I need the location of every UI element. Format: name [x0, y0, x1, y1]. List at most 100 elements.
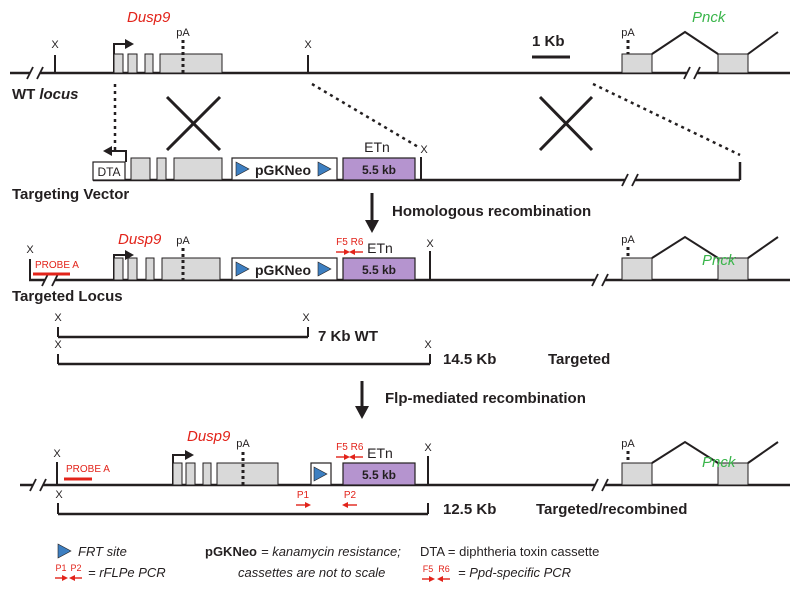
pnck-intron [651, 440, 719, 464]
pnck-label: Pnck [702, 252, 737, 269]
legend-primer-p2: P2 [70, 563, 81, 573]
pnck-label: Pnck [692, 9, 727, 26]
restriction-site-label: X [420, 144, 428, 156]
probe-a-label: PROBE A [66, 464, 110, 475]
scale-bar-label: 1 Kb [532, 33, 565, 50]
pnck-exon [717, 462, 749, 486]
pnck-intron [651, 30, 719, 55]
restriction-site-label: X [54, 312, 62, 324]
legend-scale-note: cassettes are not to scale [238, 565, 385, 580]
pnck-intron [747, 31, 779, 55]
pnck-exon [717, 53, 749, 74]
vector-exon [130, 157, 151, 181]
etn-insert [342, 157, 416, 181]
break-mark [41, 273, 59, 287]
restriction-site-label: X [53, 448, 61, 460]
flp-recombination-step: Flp-mediated recombination [355, 381, 586, 419]
pnck-exon [621, 462, 653, 486]
targeted-fragment-size: 14.5 Kb [443, 351, 496, 368]
polya-label: pA [176, 235, 190, 247]
etn-label: ETn [364, 139, 390, 155]
pnck-intron [651, 235, 719, 259]
primer-r6-label: R6 [351, 237, 364, 248]
break-mark [621, 173, 639, 187]
break-mark [591, 478, 609, 492]
pnck-exon [717, 257, 749, 281]
locus-label: locus [39, 86, 78, 103]
polya-label: pA [621, 438, 635, 450]
legend-primer-p1: P1 [55, 563, 66, 573]
recombined-fragment-label: Targeted/recombined [536, 501, 687, 518]
crossover-mark [538, 95, 594, 152]
flp-recombination-label: Flp-mediated recombination [385, 390, 586, 407]
dusp9-exon [127, 53, 138, 74]
targeting-vector-row: DTA pGKNeo 5.5 kb ETn X Targeting Vector [12, 139, 742, 203]
dusp9-exon [113, 257, 124, 281]
targeted-locus-title: Targeted Locus [12, 288, 123, 305]
dusp9-label: Dusp9 [187, 428, 231, 445]
restriction-site-label: X [424, 442, 432, 454]
primer-p2-label: P2 [344, 490, 357, 501]
pnck-label: Pnck [702, 454, 737, 471]
primer-r6-label: R6 [351, 442, 364, 453]
polya-label: pA [621, 234, 635, 246]
dusp9-exon [172, 462, 183, 486]
legend-rflpe-pcr: = rFLPe PCR [88, 565, 166, 580]
break-mark [591, 273, 609, 287]
step-arrow-head [365, 220, 379, 233]
dusp9-exon [185, 462, 196, 486]
break-mark [683, 66, 701, 80]
primer-p1-label: P1 [297, 490, 310, 501]
pgkneo-label: pGKNeo [255, 262, 311, 278]
dusp9-exon [161, 257, 221, 281]
etn-insert [342, 257, 416, 281]
etn-size-label: 5.5 kb [362, 163, 396, 177]
restriction-site-label: X [54, 339, 62, 351]
primer-f5-label: F5 [336, 442, 348, 453]
restriction-site-label: X [55, 489, 63, 501]
recombined-fragment-size: 12.5 Kb [443, 501, 496, 518]
etn-label: ETn [367, 445, 393, 461]
targeted-fragment-label: Targeted [548, 351, 610, 368]
pgkneo-cassette [231, 257, 338, 281]
legend-dta: DTA = diphtheria toxin cassette [420, 544, 599, 559]
pnck-intron [747, 236, 779, 259]
targeted-locus-row: X PROBE A Dusp9 pA pGKNeo F5 R6 ETn 5.5 … [12, 231, 790, 305]
homology-guide-line [592, 82, 741, 157]
etn-insert [342, 462, 416, 486]
dusp9-exon [216, 462, 279, 486]
pnck-exon [621, 257, 653, 281]
legend: FRT site P1 P2 = rFLPe PCR pGKNeo= kanam… [55, 543, 599, 582]
dusp9-exon [202, 462, 212, 486]
crossover-mark [165, 95, 222, 152]
wt-fragment-label: 7 Kb WT [318, 328, 378, 345]
legend-primer-f5: F5 [423, 564, 434, 574]
polya-label: pA [176, 27, 190, 39]
pnck-intron [747, 441, 779, 464]
legend-neo-desc: = kanamycin resistance; [261, 544, 401, 559]
etn-size-label: 5.5 kb [362, 468, 396, 482]
probe-a-label: PROBE A [35, 260, 79, 271]
legend-primer-r6: R6 [438, 564, 450, 574]
pgkneo-cassette [231, 157, 338, 181]
dta-promoter-arrow [103, 146, 127, 162]
homologous-recombination-label: Homologous recombination [392, 203, 591, 220]
pgkneo-label: pGKNeo [255, 162, 311, 178]
polya-label: pA [236, 438, 250, 450]
restriction-site-label: X [26, 244, 34, 256]
dta-label: DTA [97, 165, 120, 179]
dusp9-exon [144, 53, 154, 74]
legend-neo: pGKNeo= kanamycin resistance; [205, 544, 401, 559]
legend-ppd-pcr: = Ppd-specific PCR [458, 565, 571, 580]
targeting-vector-title: Targeting Vector [12, 186, 129, 203]
etn-size-label: 5.5 kb [362, 263, 396, 277]
dusp9-label: Dusp9 [118, 231, 162, 248]
polya-label: pA [621, 27, 635, 39]
restriction-site-label: X [51, 39, 59, 51]
vector-exon [156, 157, 167, 181]
pnck-exon [621, 53, 653, 74]
dta-box [92, 161, 126, 181]
